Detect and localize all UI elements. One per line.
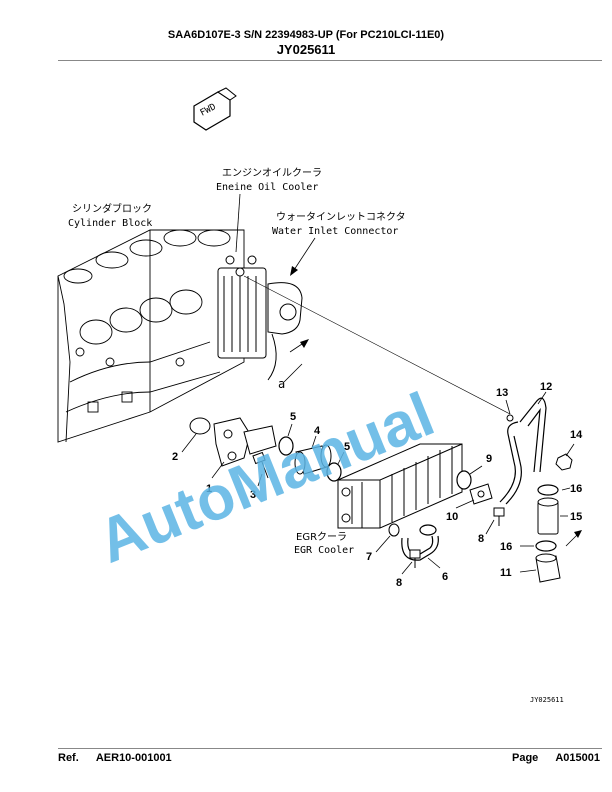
- oil-cooler: [217, 255, 267, 359]
- egr-cooler-label-en: EGR Cooler: [294, 545, 354, 556]
- header-title: SAA6D107E-3 S/N 22394983-UP (For PC210LC…: [167, 29, 445, 41]
- part-13-washer: [506, 414, 514, 422]
- callout-8b: 8: [396, 577, 402, 589]
- part-10-gasket: [469, 483, 493, 505]
- part-12-pipe: [519, 397, 547, 473]
- part-6-u-tube: [401, 524, 439, 561]
- page-header: SAA6D107E-3 S/N 22394983-UP (For PC210LC…: [0, 28, 612, 58]
- water-inlet-label-en: Water Inlet Connector: [272, 226, 398, 237]
- part-9-gasket: [456, 470, 472, 490]
- cylinder-block: [57, 229, 245, 443]
- part-14-nut: [555, 453, 573, 471]
- callout-numbers: 1 2 3 4 5 5 6 7 8 8 9 10 11 12 13 14 15 …: [172, 381, 583, 589]
- footer-ref-label: Ref.: [58, 752, 79, 764]
- header-code: JY025611: [276, 42, 336, 57]
- water-inlet-label-jp: ウォータインレットコネクタ: [276, 211, 406, 223]
- callout-9: 9: [486, 453, 492, 465]
- oil-cooler-label-jp: エンジンオイルクーラ: [222, 167, 322, 179]
- part-8-bolt-right: [493, 507, 505, 526]
- part-16-clamp-upper: [537, 484, 559, 496]
- callout-5a: 5: [290, 411, 296, 423]
- part-11-fitting: [535, 553, 561, 583]
- egr-cooler-label-jp: EGRクーラ: [296, 531, 347, 543]
- callout-16b: 16: [500, 541, 512, 553]
- footer-rule: [58, 748, 602, 749]
- parts-diagram: FWD エンジンオイルクーラ Eneine Oil Cooler シリンダブロッ…: [57, 87, 583, 704]
- callout-3: 3: [250, 489, 256, 501]
- footer-ref: Ref. AER10-001001: [58, 752, 172, 764]
- callout-5b: 5: [344, 441, 350, 453]
- part-8-bolt-left: [409, 549, 421, 568]
- callout-7: 7: [366, 551, 372, 563]
- footer-ref-value: AER10-001001: [95, 752, 172, 764]
- oil-cooler-label-en: Eneine Oil Cooler: [216, 182, 318, 193]
- part-15-hose: [537, 497, 559, 535]
- callout-1: 1: [206, 483, 212, 495]
- footer-page-label: Page: [511, 752, 539, 764]
- callout-6: 6: [442, 571, 448, 583]
- egr-tube-assembly: [499, 421, 522, 505]
- cylinder-block-label-jp: シリンダブロック: [72, 202, 152, 215]
- part-7-o-ring: [388, 523, 400, 537]
- part-5-clamp-upper: [278, 436, 294, 456]
- part-16-clamp-lower: [535, 540, 557, 552]
- callout-10: 10: [446, 511, 458, 523]
- part-5-clamp-lower: [326, 462, 342, 482]
- part-2-o-ring: [189, 417, 211, 435]
- part-3-bolt: [252, 451, 269, 479]
- callout-13: 13: [496, 387, 508, 399]
- callout-16a: 16: [570, 483, 582, 495]
- callout-14: 14: [570, 429, 583, 441]
- cylinder-block-label-en: Cylinder Block: [68, 218, 152, 229]
- header-rule: [58, 60, 602, 61]
- callout-15: 15: [570, 511, 582, 523]
- callout-11: 11: [500, 567, 512, 579]
- fwd-arrow-icon: FWD: [193, 87, 237, 131]
- callout-2: 2: [172, 451, 178, 463]
- callout-12: 12: [540, 381, 552, 393]
- callout-8a: 8: [478, 533, 484, 545]
- egr-cooler: [337, 443, 463, 529]
- water-inlet-connector: [267, 282, 303, 381]
- ref-a-upper: a: [278, 377, 285, 391]
- footer-page-value: A015001: [555, 752, 600, 764]
- callout-4: 4: [314, 425, 321, 437]
- part-1-elbow: [213, 417, 277, 467]
- footer-page: Page A015001: [512, 752, 600, 764]
- figure-code: JY025611: [530, 696, 564, 704]
